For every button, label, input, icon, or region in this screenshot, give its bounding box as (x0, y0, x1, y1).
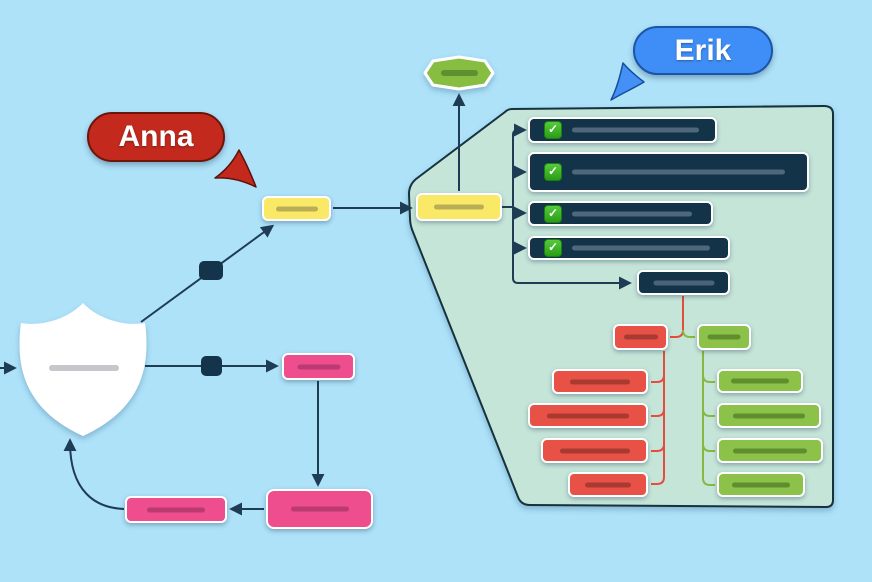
process-node-yellow-2[interactable] (416, 193, 502, 221)
hexagon-text-line (441, 70, 478, 76)
flow-node-pink-3[interactable] (125, 496, 227, 523)
mindmap-parent-green[interactable] (697, 324, 751, 350)
mindmap-green-branch-3[interactable] (702, 443, 715, 452)
erik-cursor-icon (610, 62, 645, 101)
mindmap-green-branch-2[interactable] (702, 408, 715, 417)
shield-text-line (49, 365, 119, 371)
mindmap-red-branch-1[interactable] (651, 374, 665, 383)
checkbox-checked-icon[interactable]: ✓ (544, 204, 562, 223)
mindmap-green-child-3[interactable] (717, 438, 823, 463)
mindmap-red-child-3[interactable] (541, 438, 648, 463)
checkbox-checked-icon[interactable]: ✓ (544, 239, 562, 257)
connector-pink3-to-shield[interactable] (63, 438, 125, 510)
summary-node-navy[interactable] (637, 270, 730, 295)
mindmap-red-child-2[interactable] (528, 403, 648, 428)
mindmap-green-child-2[interactable] (717, 403, 821, 428)
mindmap-green-child-1[interactable] (717, 369, 803, 393)
checkbox-checked-icon[interactable]: ✓ (544, 163, 562, 181)
flow-node-pink-1[interactable] (282, 353, 355, 380)
collaborator-label-erik: Erik (633, 26, 773, 75)
mindmap-red-child-4[interactable] (568, 472, 648, 497)
checkbox-checked-icon[interactable]: ✓ (544, 121, 562, 139)
mindmap-green-child-4[interactable] (717, 472, 805, 497)
mindmap-red-child-1[interactable] (552, 369, 648, 394)
anna-cursor-icon (214, 149, 257, 188)
mindmap-red-branch-2[interactable] (651, 408, 665, 417)
task-item-2[interactable]: ✓ (528, 152, 809, 192)
task-item-4[interactable]: ✓ (528, 236, 730, 260)
junction-square-top[interactable] (199, 261, 223, 280)
task-item-1[interactable]: ✓ (528, 117, 717, 143)
mindmap-red-trunk[interactable] (651, 351, 665, 485)
mindmap-green-branch-1[interactable] (702, 374, 715, 383)
mindmap-red-branch-3[interactable] (651, 443, 665, 452)
mindmap-drop-green[interactable] (682, 329, 695, 338)
flow-node-pink-2[interactable] (266, 489, 373, 529)
collaborator-label-anna: Anna (87, 112, 225, 162)
mindmap-parent-red[interactable] (613, 324, 668, 350)
mindmap-green-trunk[interactable] (702, 351, 715, 486)
junction-square-middle[interactable] (201, 356, 222, 376)
task-item-3[interactable]: ✓ (528, 201, 713, 226)
process-node-yellow-1[interactable] (262, 196, 331, 221)
